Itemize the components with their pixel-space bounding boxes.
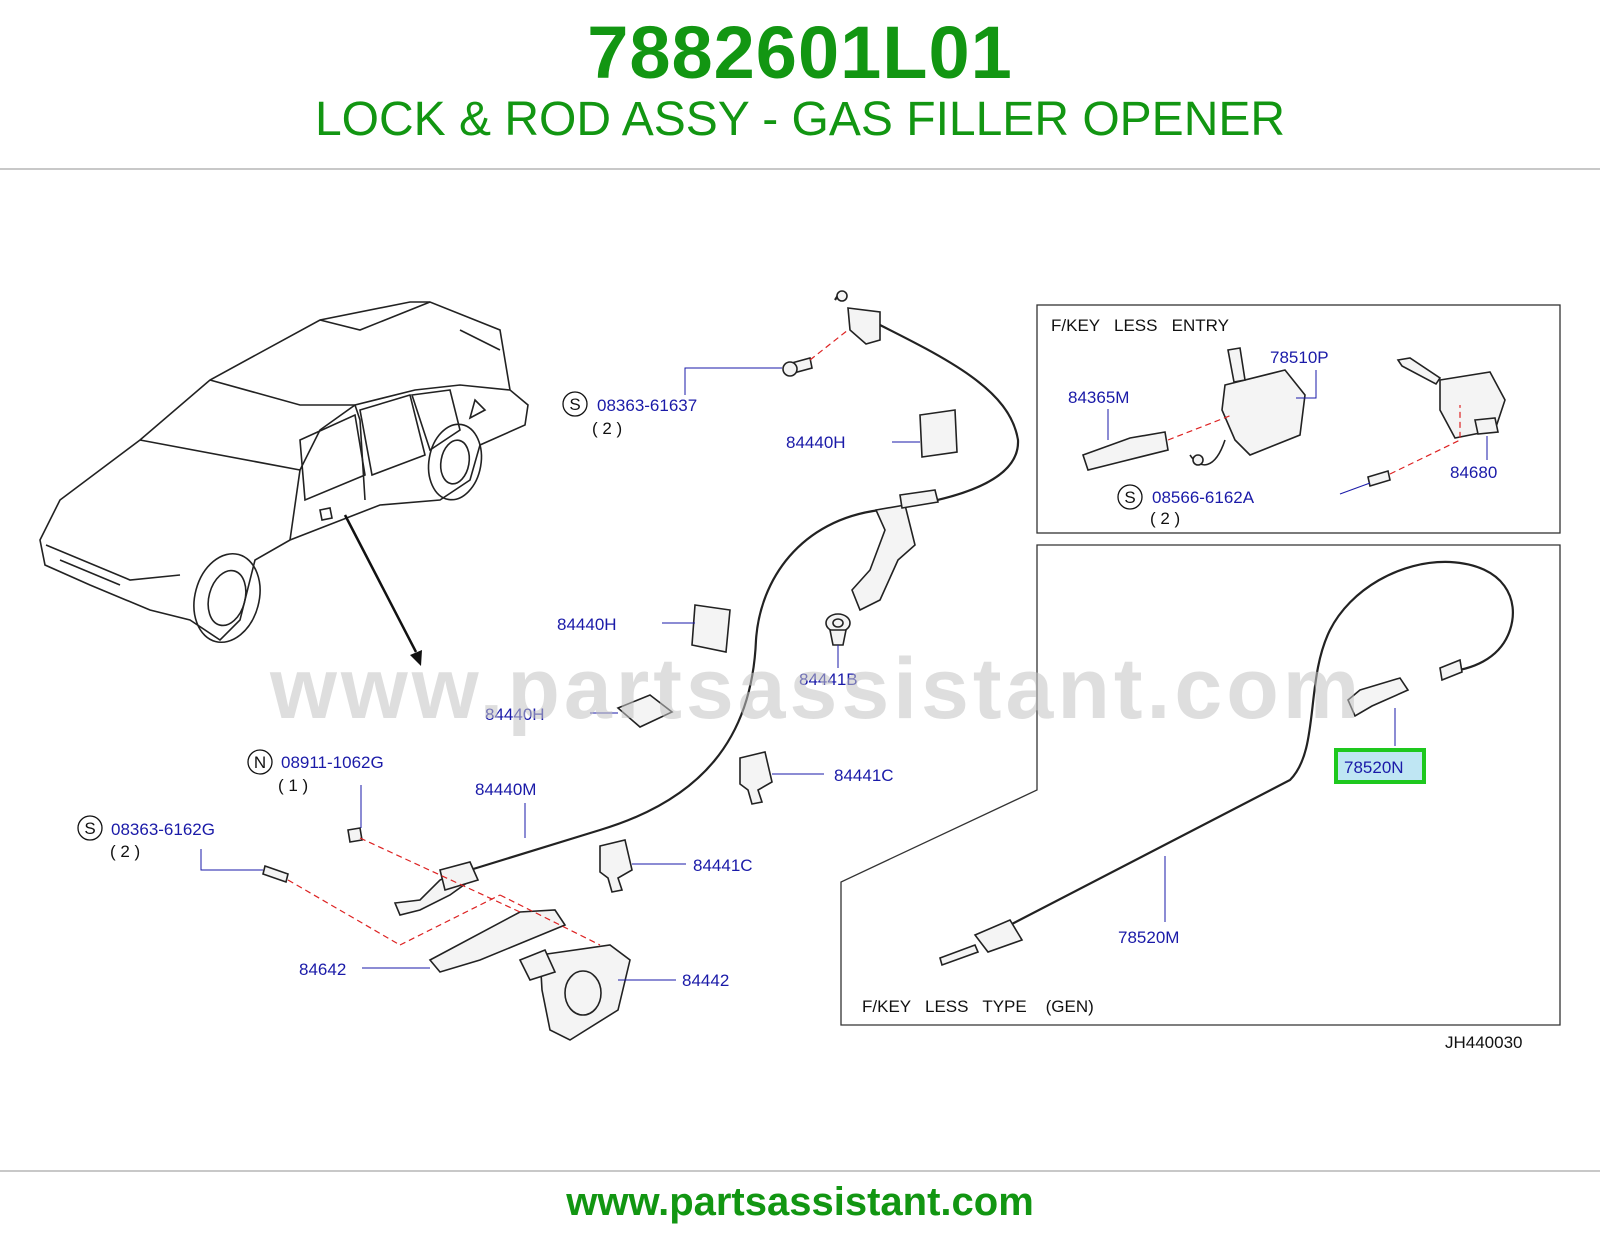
motor-rod [1396,357,1442,386]
screw-dashed-link [809,329,849,361]
cable-end-knob [836,290,848,302]
cable-78520M-clamp [973,918,1024,953]
rod-clamp [439,861,480,892]
upper-cable-bracket [847,307,881,345]
qty-08363-61637: ( 2 ) [592,419,622,438]
label-84440M: 84440M [475,780,536,799]
part-number-title: 7882601L01 [587,11,1013,94]
opener-cable [469,319,1020,872]
connector-84365M [1081,431,1169,471]
label-84365M: 84365M [1068,388,1129,407]
label-84441C-a: 84441C [834,766,894,785]
motor-dashed-link [1389,405,1461,475]
arrow-head [410,650,422,666]
motor-tab [1474,417,1499,435]
callout-08566-6162A: S 08566-6162A ( 2 ) [1117,484,1255,528]
label-84680: 84680 [1450,463,1497,482]
label-78510P: 78510P [1270,348,1329,367]
qty-08566-6162A: ( 2 ) [1150,509,1180,528]
part-name-subtitle: LOCK & ROD ASSY - GAS FILLER OPENER [314,93,1286,146]
nut-08911-1062G [347,827,363,843]
car-illustration [39,301,529,644]
lever-cable-end [899,489,939,509]
bolt-08363-6162G [262,864,289,884]
lock-rod-84642 [428,909,567,973]
label-84441B: 84441B [799,670,858,689]
callout-08911-1062G: N 08911-1062G ( 1 ) [247,749,384,828]
cable-78520M [1009,560,1514,926]
label-78520M: 78520M [1118,928,1179,947]
leader-08566-6162A [1339,482,1371,495]
actuator-rod [1227,347,1246,383]
qty-08363-6162G: ( 2 ) [110,842,140,861]
clip-84441C-a [739,751,773,805]
entry-dashed-link [1167,414,1233,441]
callout-08363-61637: S 08363-61637 ( 2 ) [562,367,782,438]
pointer-arrow [343,514,418,653]
lever-assembly [851,504,916,612]
diagram-code: JH440030 [1445,1033,1523,1052]
label-08363-6162G: 08363-6162G [111,820,215,839]
actuator-78510P [1221,369,1306,456]
box-keyless-entry [1036,304,1561,534]
label-84440H-top: 84440H [786,433,846,452]
dashed-link-a [399,894,501,946]
diagram-panel [0,272,1600,1072]
dashed-link-b [499,894,601,946]
highlight-78520N [1334,748,1426,784]
label-84440H-mid: 84440H [557,615,617,634]
leader-78510P [1296,370,1317,399]
symbol-n: N [254,753,266,772]
clip-78520N [1347,677,1410,718]
bolt-dashed-link [287,879,401,946]
box-keyless-type [840,544,1561,1026]
grommet-hole [832,618,844,628]
actuator-wire-end [1192,454,1204,466]
footer-url[interactable]: www.partsassistant.com [566,1180,1034,1224]
base-plate-hole [564,970,602,1016]
pad-84440H-low [616,694,674,728]
header-divider [0,168,1600,170]
qty-08911-1062G: ( 1 ) [278,776,308,795]
screw-head [782,361,798,377]
watermark: www.partsassistant.com [269,641,1363,737]
label-84442: 84442 [682,971,729,990]
label-78520N[interactable]: 78520N [1344,758,1404,777]
label-84642: 84642 [299,960,346,979]
symbol-s: S [84,819,95,838]
lock-barrel [518,948,557,981]
label-84441C-b: 84441C [693,856,753,875]
label-08911-1062G: 08911-1062G [281,753,384,772]
cable-78520M-tip [1439,658,1463,682]
box-keyless-type-title: F/KEY LESS TYPE (GEN) [862,997,1094,1016]
pad-84440H-mid [691,604,731,653]
callout-08363-6162G: S 08363-6162G ( 2 ) [77,815,263,871]
symbol-s: S [1124,488,1135,507]
symbol-s: S [569,395,580,414]
label-08566-6162A: 08566-6162A [1152,488,1255,507]
clip-84441C-b [599,839,633,893]
cable-78520M-end [939,943,980,967]
label-84440H-low: 84440H [485,705,545,724]
box-keyless-entry-title: F/KEY LESS ENTRY [1051,316,1229,335]
footer-divider [0,1170,1600,1172]
label-08363-61637: 08363-61637 [597,396,697,415]
grommet-stem [829,629,847,646]
pad-84440H-top [919,409,958,458]
